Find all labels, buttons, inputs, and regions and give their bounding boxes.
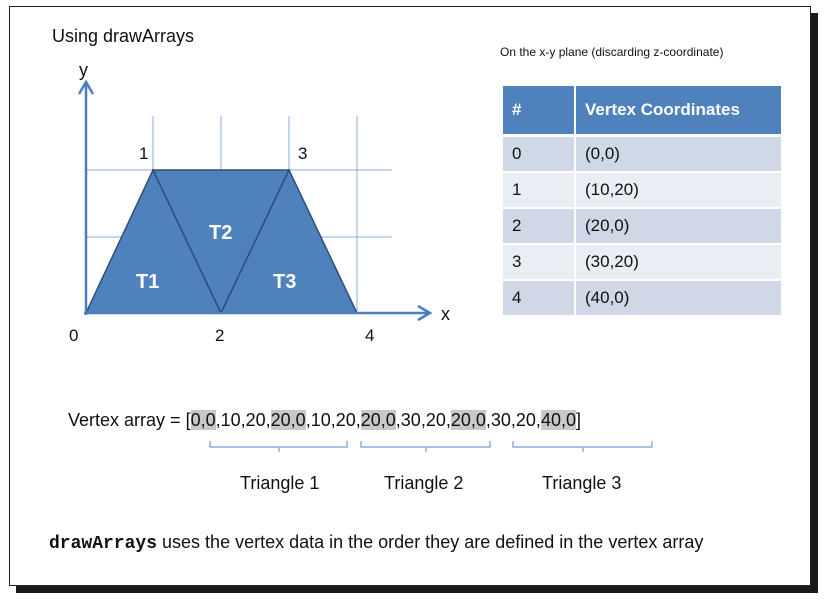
table-cell-index: 0 <box>503 137 576 173</box>
table-cell-index: 2 <box>503 209 576 245</box>
y-axis-label: y <box>79 60 88 80</box>
table-row: 1 (10,20) <box>503 173 781 209</box>
group-label-triangle-1: Triangle 1 <box>240 473 320 493</box>
x-axis-arrow-icon <box>417 304 433 322</box>
footer-caption: drawArrays uses the vertex data in the o… <box>49 532 703 554</box>
table-cell-coordinates: (10,20) <box>576 173 781 209</box>
array-segment: [ <box>185 410 191 430</box>
table-cell-index: 4 <box>503 281 576 317</box>
group-label-triangle-3: Triangle 3 <box>542 473 622 493</box>
triangle-label-t3: T3 <box>273 271 296 293</box>
vertex-label-4: 4 <box>365 326 374 345</box>
footer-code: drawArrays <box>49 534 158 554</box>
bracket-triangle-2 <box>360 441 491 452</box>
axes <box>77 79 433 322</box>
bracket-triangle-1 <box>209 441 348 452</box>
table-row: 0 (0,0) <box>503 137 781 173</box>
vertex-array-label: Vertex array = <box>68 410 186 430</box>
table-cell-coordinates: (20,0) <box>576 209 781 245</box>
triangle-label-t2: T2 <box>209 222 232 244</box>
table-header-index: # <box>503 86 576 137</box>
footer-text: uses the vertex data in the order they a… <box>157 532 704 552</box>
table-cell-index: 1 <box>503 173 576 209</box>
triangles <box>84 168 359 315</box>
vertex-label-1: 1 <box>139 144 148 163</box>
array-segment-highlight: 40,0 <box>540 410 576 430</box>
vertex-label-2: 2 <box>215 326 224 345</box>
array-segment-highlight: 20,0 <box>360 410 396 430</box>
array-segment-highlight: 20,0 <box>450 410 486 430</box>
y-axis-arrow-icon <box>77 79 95 95</box>
group-label-triangle-2: Triangle 2 <box>384 473 464 493</box>
array-segment: ,30,20, <box>485 410 541 430</box>
table-header-coordinates: Vertex Coordinates <box>576 86 781 137</box>
table-cell-coordinates: (40,0) <box>576 281 781 317</box>
table-row: 4 (40,0) <box>503 281 781 317</box>
slide-title: Using drawArrays <box>52 26 195 46</box>
array-segment: ,10,20, <box>215 410 271 430</box>
x-axis-label: x <box>441 304 450 324</box>
vertex-array-line: Vertex array = [0,0,10,20,20,0,10,20,20,… <box>68 410 581 431</box>
table-note: On the x-y plane (discarding z-coordinat… <box>500 45 724 59</box>
vertex-label-3: 3 <box>298 144 307 163</box>
group-brackets <box>209 441 653 452</box>
vertex-coordinates-table: # Vertex Coordinates 0 (0,0) 1 (10,20) 2… <box>503 86 781 317</box>
vertex-array-values: [0,0,10,20,20,0,10,20,20,0,30,20,20,0,30… <box>186 410 581 430</box>
array-segment-highlight: 0,0 <box>190 410 216 430</box>
table-row: 3 (30,20) <box>503 245 781 281</box>
array-segment: ,30,20, <box>395 410 451 430</box>
table-cell-index: 3 <box>503 245 576 281</box>
table-row: 2 (20,0) <box>503 209 781 245</box>
vertex-label-0: 0 <box>69 326 78 345</box>
table-cell-coordinates: (30,20) <box>576 245 781 281</box>
triangle-label-t1: T1 <box>136 271 159 293</box>
array-segment: ,10,20, <box>305 410 361 430</box>
table-cell-coordinates: (0,0) <box>576 137 781 173</box>
table-header-row: # Vertex Coordinates <box>503 86 781 137</box>
array-segment: ] <box>575 410 581 430</box>
array-segment-highlight: 20,0 <box>270 410 306 430</box>
bracket-triangle-3 <box>512 441 653 452</box>
